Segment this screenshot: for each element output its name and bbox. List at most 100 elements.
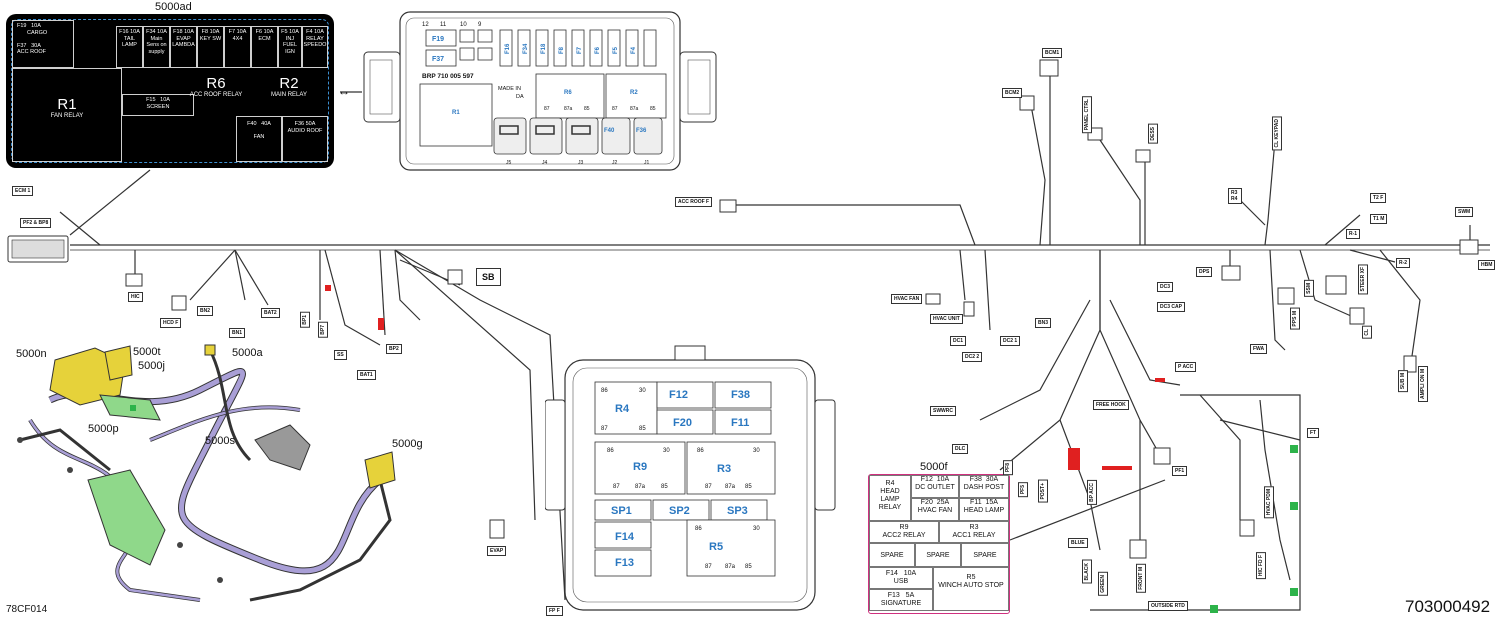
svg-text:86: 86 <box>601 388 608 394</box>
svg-text:87: 87 <box>544 106 550 112</box>
svg-text:J3: J3 <box>578 160 584 166</box>
connector-bcm2: BCM2 <box>1002 88 1023 98</box>
svg-text:R3: R3 <box>717 463 731 475</box>
connector-dess: DESS <box>1148 124 1158 144</box>
svg-text:F19: F19 <box>432 36 444 43</box>
callout-5000p: 5000p <box>88 423 119 435</box>
connector-sub-m: SUB M <box>1398 370 1408 393</box>
table-cell-spare-3: SPARE <box>961 543 1009 567</box>
fuse-box-top-drawing: 12 11 10 9 BRP 710 005 597 MADE IN DA 87… <box>363 11 717 171</box>
svg-text:F40: F40 <box>604 128 615 134</box>
connector-p-acc: P ACC <box>1175 362 1197 372</box>
svg-text:DA: DA <box>516 94 524 100</box>
svg-text:MADE IN: MADE IN <box>498 86 521 92</box>
connector-pf5: PF5 <box>1018 482 1028 498</box>
svg-text:86: 86 <box>697 448 704 454</box>
svg-text:87: 87 <box>705 484 712 490</box>
connector-pf8: PF8 <box>1003 460 1013 476</box>
connector-bn2: BN2 <box>197 306 214 316</box>
connector-dc3-cap: DC3 CAP <box>1157 302 1185 312</box>
connector-hvac-pdm: HVAC PDM <box>1264 486 1274 519</box>
svg-text:87: 87 <box>612 106 618 112</box>
svg-text:F36: F36 <box>636 128 647 134</box>
svg-text:F14: F14 <box>615 531 635 543</box>
svg-text:J2: J2 <box>612 160 618 166</box>
svg-text:12: 12 <box>422 22 429 28</box>
connector-dc3: DC3 <box>1157 282 1174 292</box>
connector-hbm: HBM <box>1478 260 1496 270</box>
svg-text:11: 11 <box>440 22 447 28</box>
connector-post-plus: POST+ <box>1038 480 1048 503</box>
connector-hic: HIC <box>128 292 143 302</box>
svg-text:F18: F18 <box>541 43 547 54</box>
svg-text:87: 87 <box>601 426 608 432</box>
fuse-cell-f40: F40 40A FAN <box>236 116 282 162</box>
svg-text:SP3: SP3 <box>727 505 748 517</box>
connector-ssm: SSM <box>1304 280 1314 297</box>
connector-cl-keypad: CL KEYPAD <box>1272 116 1282 151</box>
callout-5000s: 5000s <box>205 435 235 447</box>
relay-cell-r6: R6 ACC ROOF RELAY <box>189 75 243 99</box>
footer-left-code: 78CF014 <box>6 604 48 615</box>
svg-text:10: 10 <box>460 22 467 28</box>
svg-text:R9: R9 <box>633 461 647 473</box>
svg-text:F16: F16 <box>505 43 511 54</box>
svg-text:R6: R6 <box>564 90 572 96</box>
svg-text:F8: F8 <box>559 46 565 54</box>
svg-text:30: 30 <box>753 448 760 454</box>
svg-text:SP2: SP2 <box>669 505 690 517</box>
svg-text:30: 30 <box>753 526 760 532</box>
connector-swm: SWM <box>1455 207 1474 217</box>
svg-text:F5: F5 <box>613 46 619 54</box>
connector-cl: CL <box>1362 326 1372 339</box>
connector-t2f: T2 F <box>1370 193 1387 203</box>
svg-text:F38: F38 <box>731 389 750 401</box>
svg-text:F7: F7 <box>577 46 583 54</box>
svg-text:87a: 87a <box>630 106 639 112</box>
connector-bat1: BAT1 <box>357 370 376 380</box>
callout-5000n: 5000n <box>16 348 47 360</box>
connector-acc-roof-f: ACC ROOF F <box>675 197 713 207</box>
connector-dc1: DC1 <box>950 336 967 346</box>
callout-5000ad: 5000ad <box>155 1 192 13</box>
svg-text:R2: R2 <box>630 90 638 96</box>
svg-text:30: 30 <box>639 388 646 394</box>
connector-sb: SB <box>476 268 501 286</box>
svg-text:9: 9 <box>478 22 482 28</box>
svg-text:87a: 87a <box>635 484 646 490</box>
connector-bn1: BN1 <box>229 328 246 338</box>
svg-text:F34: F34 <box>523 43 529 54</box>
connector-bcm1: BCM1 <box>1042 48 1063 58</box>
footer-right-code: 703000492 <box>1405 597 1491 616</box>
connector-fp-f: FP F <box>546 606 563 616</box>
connector-evap: EVAP <box>487 546 507 556</box>
connector-green: GREEN <box>1098 572 1108 596</box>
fuse-cell-f19-f37: F19 10A CARGO F37 30A ACC ROOF <box>12 20 74 68</box>
svg-text:85: 85 <box>745 484 752 490</box>
fuse-cell-f36: F36 50A AUDIO ROOF <box>282 116 328 162</box>
svg-text:BRP 710 005 597: BRP 710 005 597 <box>422 73 474 80</box>
fuse-box-5000f-drawing: R4 F12 F20 F38 F11 R9 R3 SP1 SP2 SP3 F14… <box>545 345 836 611</box>
svg-text:85: 85 <box>584 106 590 112</box>
callout-5000j: 5000j <box>138 360 165 372</box>
svg-text:F4: F4 <box>631 46 637 54</box>
svg-text:F12: F12 <box>669 389 688 401</box>
connector-bp-acc: BP ACC <box>1087 480 1097 505</box>
svg-text:85: 85 <box>661 484 668 490</box>
fuse-cell-f15: F15 10A SCREEN <box>122 94 194 116</box>
connector-black: BLACK <box>1082 560 1092 584</box>
svg-text:SP1: SP1 <box>611 505 632 517</box>
svg-text:F20: F20 <box>673 417 692 429</box>
connector-dc2-1: DC2 1 <box>1000 336 1021 346</box>
